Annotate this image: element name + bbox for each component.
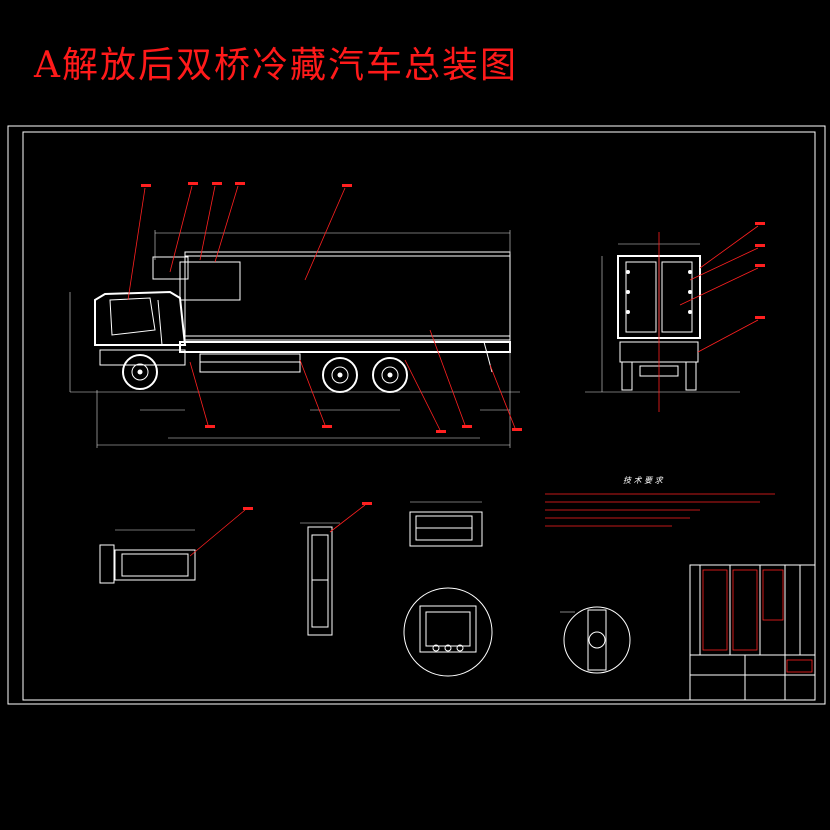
parts-list-and-title-block bbox=[689, 564, 816, 701]
reefer-body bbox=[184, 251, 511, 341]
side-view-leaders bbox=[127, 182, 522, 433]
cab bbox=[94, 290, 187, 346]
tech-requirements-heading: 技 术 要 求 bbox=[623, 476, 664, 485]
detail-view-3 bbox=[409, 501, 483, 547]
detail-view-1 bbox=[99, 507, 253, 584]
truck-rear-view bbox=[585, 232, 740, 412]
front-wheel bbox=[122, 354, 158, 390]
rear-wheel-1 bbox=[322, 357, 358, 393]
inner-sheet-border bbox=[22, 131, 816, 701]
detail-view-4-circle bbox=[403, 587, 493, 677]
chassis-frame bbox=[179, 341, 511, 353]
outer-sheet-border bbox=[7, 125, 826, 705]
technical-requirements: 技 术 要 求 bbox=[545, 476, 775, 527]
rear-wheel-2 bbox=[372, 357, 408, 393]
truck-side-view bbox=[69, 230, 520, 448]
rear-view-leaders bbox=[679, 222, 765, 353]
detail-view-5-circle bbox=[560, 606, 631, 674]
drawing-title: A解放后双桥冷藏汽车总装图 bbox=[34, 45, 518, 86]
detail-view-2 bbox=[300, 502, 372, 636]
